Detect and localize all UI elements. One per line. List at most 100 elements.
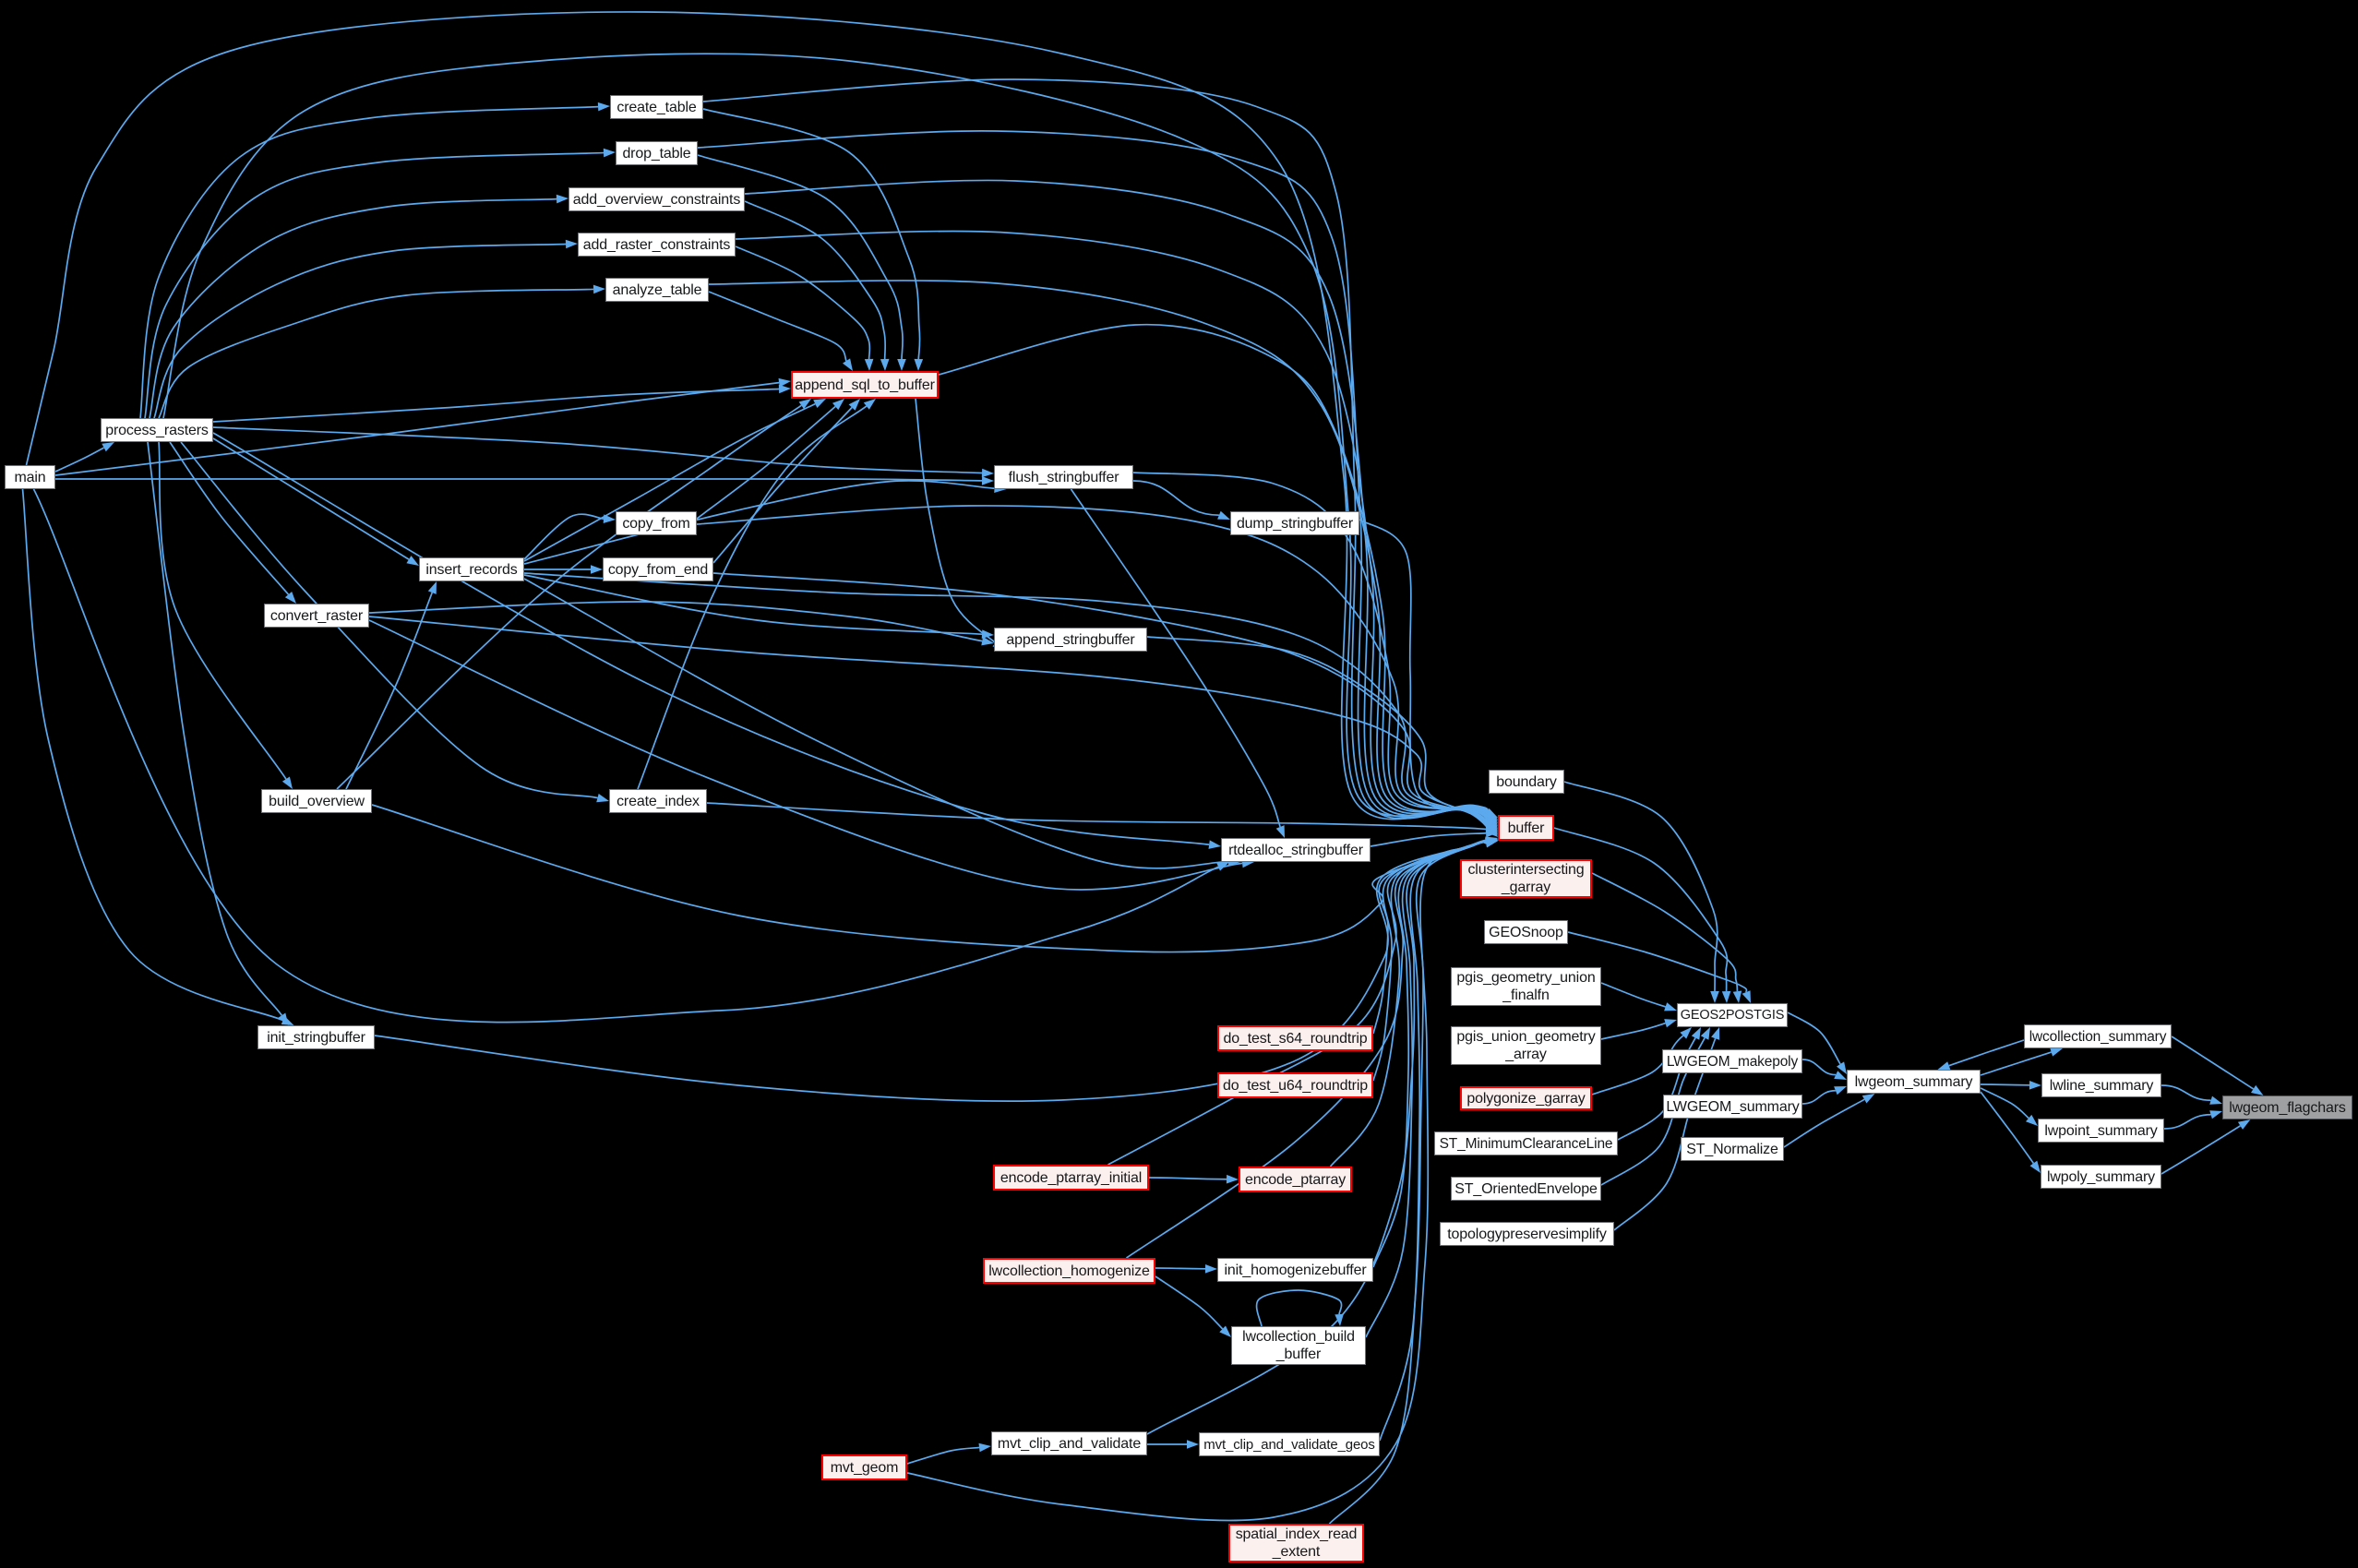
node-pgis_union_geometry_array[interactable]: pgis_union_geometry _array: [1451, 1026, 1601, 1065]
arrowhead-build_overview-to-insert_records: [427, 581, 437, 594]
node-init_homogenizebuffer[interactable]: init_homogenizebuffer: [1217, 1258, 1373, 1282]
edge-rtdealloc_stringbuffer-to-buffer: [1370, 828, 1498, 847]
arrowhead-process_rasters-to-drop_table: [603, 148, 616, 158]
edge-insert_records-to-rtdealloc_stringbuffer: [523, 578, 1240, 869]
node-lwpoint_summary[interactable]: lwpoint_summary: [2038, 1119, 2164, 1143]
node-label: encode_ptarray_initial: [999, 1169, 1143, 1186]
node-label: analyze_table: [612, 281, 702, 298]
node-boundary[interactable]: boundary: [1489, 770, 1564, 794]
node-dump_stringbuffer[interactable]: dump_stringbuffer: [1230, 511, 1359, 535]
edge-mvt_clip_and_validate-to-mvt_clip_and_validate_geos: [1147, 1440, 1199, 1449]
arrowhead-boundary-to-GEOS2POSTGIS: [1710, 991, 1719, 1003]
node-GEOS2POSTGIS[interactable]: GEOS2POSTGIS: [1677, 1003, 1788, 1027]
edge-insert_records-to-append_stringbuffer: [523, 574, 994, 639]
node-LWGEOM_summary[interactable]: LWGEOM_summary: [1663, 1095, 1802, 1119]
node-add_raster_constraints[interactable]: add_raster_constraints: [578, 233, 736, 257]
node-drop_table[interactable]: drop_table: [616, 141, 698, 165]
node-rtdealloc_stringbuffer[interactable]: rtdealloc_stringbuffer: [1221, 838, 1371, 862]
node-process_rasters[interactable]: process_rasters: [101, 418, 213, 442]
arrowhead-lwgeom_summary-to-lwpoint_summary: [2026, 1114, 2038, 1126]
arrowhead-lwgeom_summary-to-lwpoly_summary: [2029, 1160, 2041, 1173]
edge-process_rasters-to-build_overview: [158, 441, 293, 789]
node-label: do_test_u64_roundtrip: [1223, 1077, 1368, 1094]
node-create_table[interactable]: create_table: [610, 95, 703, 119]
node-pgis_geometry_union_finalfn[interactable]: pgis_geometry_union _finalfn: [1451, 967, 1601, 1006]
arrowhead-pgis_union_geometry_array-to-GEOS2POSTGIS: [1664, 1019, 1677, 1028]
arrowhead-analyze_table-to-append_sql_to_buffer: [843, 358, 853, 371]
node-do_test_s64_roundtrip[interactable]: do_test_s64_roundtrip: [1217, 1025, 1373, 1051]
node-build_overview[interactable]: build_overview: [261, 789, 372, 813]
node-encode_ptarray[interactable]: encode_ptarray: [1239, 1167, 1352, 1192]
edge-LWGEOM_summary-to-lwgeom_summary: [1801, 1086, 1847, 1105]
edge-lwcollection_summary-to-lwgeom_summary: [1937, 1039, 2025, 1071]
arrowhead-create_index-to-append_sql_to_buffer: [863, 399, 876, 410]
node-label: init_homogenizebuffer: [1224, 1262, 1367, 1278]
edge-pgis_union_geometry_array-to-GEOS2POSTGIS: [1600, 1019, 1677, 1040]
node-topologypreservesimplify[interactable]: topologypreservesimplify: [1440, 1222, 1614, 1246]
node-encode_ptarray_initial[interactable]: encode_ptarray_initial: [993, 1165, 1149, 1191]
node-lwgeom_flagchars[interactable]: lwgeom_flagchars: [2222, 1095, 2352, 1119]
edge-process_rasters-to-convert_raster: [169, 441, 296, 604]
arrowhead-GEOS2POSTGIS-to-lwgeom_summary: [1837, 1061, 1847, 1074]
node-mvt_clip_and_validate_geos[interactable]: mvt_clip_and_validate_geos: [1199, 1432, 1380, 1456]
arrowhead-lwpoint_summary-to-lwgeom_flagchars: [2209, 1110, 2222, 1119]
edge-main-to-process_rasters: [54, 442, 114, 473]
node-buffer[interactable]: buffer: [1498, 815, 1554, 841]
edge-build_overview-to-buffer: [371, 804, 1498, 953]
edge-init_stringbuffer-to-buffer: [374, 838, 1498, 1102]
node-append_stringbuffer[interactable]: append_stringbuffer: [994, 628, 1147, 652]
node-label: copy_from: [622, 515, 690, 532]
arrowhead-process_rasters-to-create_index: [596, 794, 609, 803]
arrowhead-flush_stringbuffer-to-rtdealloc_stringbuffer: [1275, 825, 1285, 838]
node-label: append_stringbuffer: [1006, 631, 1135, 648]
node-main[interactable]: main: [5, 465, 55, 489]
node-lwline_summary[interactable]: lwline_summary: [2041, 1073, 2161, 1097]
node-GEOSnoop[interactable]: GEOSnoop: [1484, 920, 1568, 944]
node-label: rtdealloc_stringbuffer: [1228, 842, 1363, 858]
node-convert_raster[interactable]: convert_raster: [264, 604, 369, 628]
node-mvt_geom[interactable]: mvt_geom: [821, 1454, 907, 1480]
arrowhead-process_rasters-to-insert_records: [406, 556, 419, 566]
node-ST_Normalize[interactable]: ST_Normalize: [1681, 1137, 1784, 1161]
node-append_sql_to_buffer[interactable]: append_sql_to_buffer: [791, 371, 939, 399]
node-copy_from[interactable]: copy_from: [616, 511, 697, 535]
edge-lwgeom_summary-to-lwline_summary: [1980, 1081, 2041, 1090]
node-ST_OrientedEnvelope[interactable]: ST_OrientedEnvelope: [1451, 1177, 1601, 1201]
arrowhead-lwgeom_summary-to-lwline_summary: [2029, 1081, 2041, 1090]
node-analyze_table[interactable]: analyze_table: [605, 278, 709, 302]
node-copy_from_end[interactable]: copy_from_end: [603, 557, 713, 581]
node-lwcollection_build_buffer[interactable]: lwcollection_build _buffer: [1231, 1326, 1366, 1365]
node-label: lwcollection_build _buffer: [1242, 1329, 1355, 1362]
arrowhead-ST_MinimumClearanceLine-to-GEOS2POSTGIS: [1691, 1027, 1701, 1040]
arrowhead-mvt_geom-to-mvt_clip_and_validate: [978, 1442, 991, 1453]
arrowhead-spatial_index_read_extent-to-buffer: [1485, 838, 1498, 847]
node-LWGEOM_makepoly[interactable]: LWGEOM_makepoly: [1662, 1049, 1802, 1073]
node-init_stringbuffer[interactable]: init_stringbuffer: [257, 1025, 375, 1049]
arrowhead-lwcollection_build_buffer-to-lwcollection_build_buffer: [1335, 1313, 1344, 1326]
node-label: lwline_summary: [2049, 1077, 2154, 1094]
node-ST_MinimumClearanceLine[interactable]: ST_MinimumClearanceLine: [1434, 1131, 1618, 1155]
node-lwpoly_summary[interactable]: lwpoly_summary: [2041, 1165, 2161, 1189]
node-polygonize_garray[interactable]: polygonize_garray: [1460, 1086, 1592, 1110]
node-lwcollection_summary[interactable]: lwcollection_summary: [2024, 1024, 2172, 1048]
node-clusterintersecting_garray[interactable]: clusterintersecting _garray: [1460, 859, 1592, 898]
arrowhead-encode_ptarray_initial-to-encode_ptarray: [1226, 1174, 1239, 1184]
node-flush_stringbuffer[interactable]: flush_stringbuffer: [994, 465, 1133, 489]
node-lwgeom_summary[interactable]: lwgeom_summary: [1847, 1070, 1981, 1094]
node-add_overview_constraints[interactable]: add_overview_constraints: [569, 187, 745, 211]
node-do_test_u64_roundtrip[interactable]: do_test_u64_roundtrip: [1217, 1072, 1373, 1098]
arrowhead-process_rasters-to-init_stringbuffer: [278, 1012, 289, 1025]
edge-pgis_geometry_union_finalfn-to-GEOS2POSTGIS: [1600, 982, 1677, 1011]
node-label: pgis_union_geometry _array: [1456, 1029, 1596, 1062]
node-create_index[interactable]: create_index: [609, 789, 707, 813]
edge-process_rasters-to-add_raster_constraints: [153, 239, 578, 419]
edge-analyze_table-to-append_sql_to_buffer: [708, 291, 853, 371]
arrowhead-drop_table-to-append_sql_to_buffer: [897, 359, 906, 371]
node-spatial_index_read_extent[interactable]: spatial_index_read _extent: [1228, 1524, 1364, 1562]
arrowhead-buffer-to-GEOS2POSTGIS: [1721, 990, 1731, 1003]
node-label: polygonize_garray: [1466, 1090, 1586, 1107]
edge-encode_ptarray_initial-to-buffer: [1107, 838, 1498, 1166]
node-insert_records[interactable]: insert_records: [419, 557, 524, 581]
node-lwcollection_homogenize[interactable]: lwcollection_homogenize: [983, 1258, 1155, 1284]
node-mvt_clip_and_validate[interactable]: mvt_clip_and_validate: [991, 1431, 1147, 1455]
